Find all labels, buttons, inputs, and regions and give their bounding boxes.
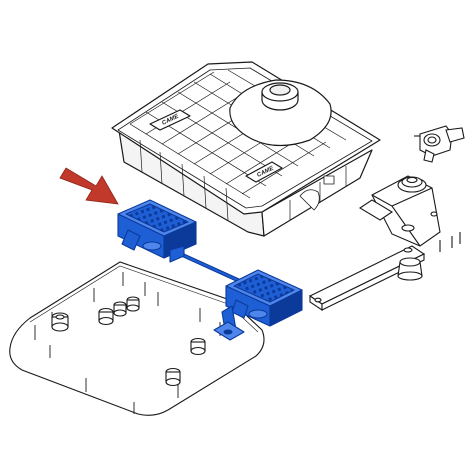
pivot-bracket <box>358 175 461 252</box>
right-limit-switch-unit <box>213 269 303 341</box>
release-lever <box>414 125 465 163</box>
highlighted-limit-switch-assembly <box>117 199 303 341</box>
left-limit-switch-unit <box>117 199 197 263</box>
indicator-arrow <box>59 167 119 205</box>
gearmotor-housing <box>111 61 381 237</box>
foundation-plate <box>9 261 265 416</box>
mounting-arm <box>308 245 426 312</box>
